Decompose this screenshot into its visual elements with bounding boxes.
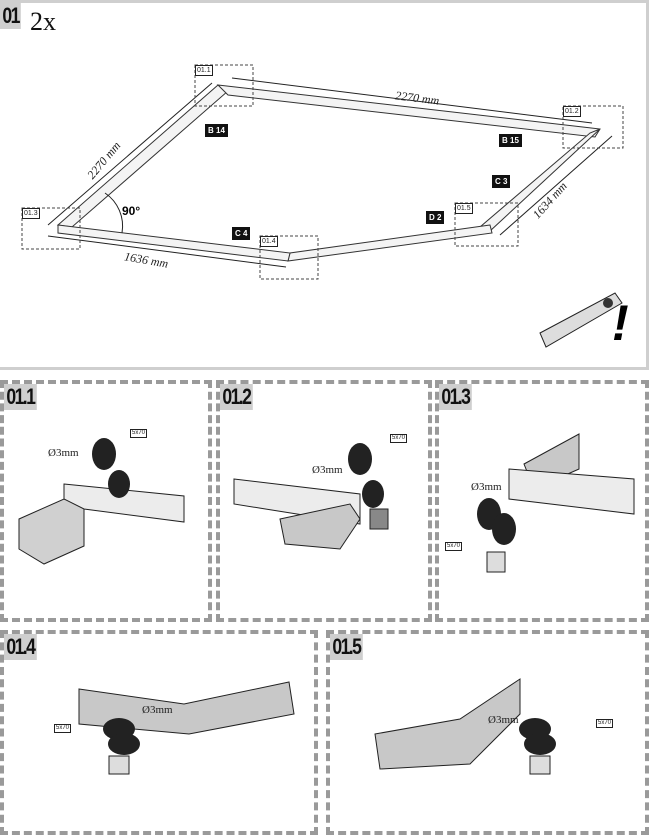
- step-01-panel: 01 2x 2270 mm 2270 mm 1636 mm 1634 mm 90…: [0, 0, 649, 370]
- beam-left: [56, 84, 229, 228]
- warning-icon: !: [612, 295, 629, 351]
- detail-panel-01-5: 01.5 Ø3mm 5x70: [326, 630, 649, 835]
- spirit-level-icon: [539, 292, 623, 348]
- beam-bottom-left: [57, 224, 291, 262]
- part-tag: B 15: [499, 134, 522, 147]
- detail-panel-01-4: 01.4 Ø3mm 5x70: [0, 630, 318, 835]
- detail-ref: 01.4: [260, 236, 278, 247]
- screw-size: 5x70: [54, 724, 72, 733]
- frame-diagram: [21, 64, 624, 348]
- detail-label: 01.2: [220, 384, 253, 410]
- drill-size: Ø3mm: [48, 447, 79, 459]
- drill-size: Ø3mm: [312, 464, 343, 476]
- part-tag: C 4: [232, 227, 251, 240]
- detail-ref: 01.2: [563, 106, 581, 117]
- detail-label: 01.3: [439, 384, 472, 410]
- beam-bottom-right: [287, 224, 493, 262]
- screw-size: 5x70: [596, 719, 614, 728]
- detail-panel-01-1: 01.1 Ø3mm 5x70: [0, 380, 212, 622]
- detail-ref: 01.5: [455, 203, 473, 214]
- detail-panel-01-3: 01.3 Ø3mm 5x70: [435, 380, 649, 622]
- detail-label: 01.5: [330, 634, 363, 660]
- detail-label: 01.1: [4, 384, 37, 410]
- detail-ref: 01.1: [195, 65, 213, 76]
- part-tag: C 3: [492, 175, 511, 188]
- detail-panel-01-2: 01.2 Ø3mm 5x70: [216, 380, 432, 622]
- quantity: 2x: [30, 7, 56, 36]
- screw-size: 5x70: [130, 429, 148, 438]
- drill-size: Ø3mm: [142, 704, 173, 716]
- drill-size: Ø3mm: [471, 481, 502, 493]
- screw-size: 5x70: [390, 434, 408, 443]
- step-number: 01: [0, 3, 22, 29]
- screw-size: 5x70: [445, 542, 463, 551]
- detail-label: 01.4: [4, 634, 37, 660]
- detail-ref: 01.3: [22, 208, 40, 219]
- part-tag: D 2: [426, 211, 445, 224]
- angle-label: 90°: [122, 204, 141, 218]
- beam-top: [216, 84, 601, 138]
- drill-size: Ø3mm: [488, 714, 519, 726]
- part-tag: B 14: [205, 124, 228, 137]
